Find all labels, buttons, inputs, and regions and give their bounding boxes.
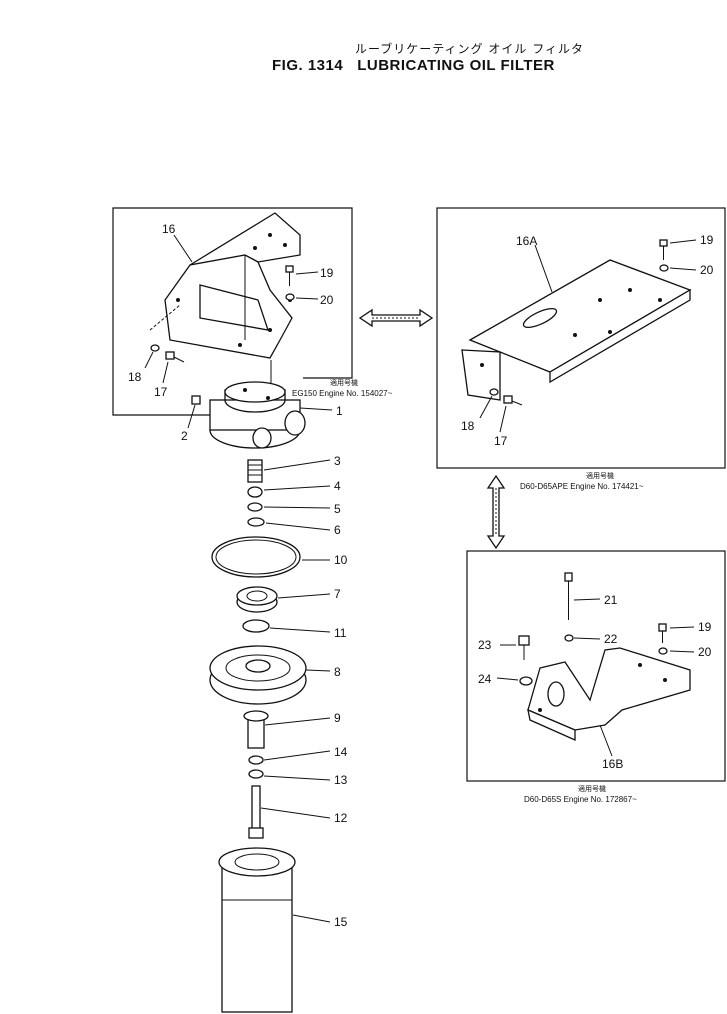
label-14: 14 <box>334 745 348 759</box>
seat-5 <box>247 502 263 512</box>
bolt-19-head <box>285 265 294 273</box>
label-10: 10 <box>334 553 348 567</box>
label-17: 17 <box>494 434 508 448</box>
washer-24 <box>519 676 533 686</box>
label-21: 21 <box>604 593 618 607</box>
ring-6 <box>247 517 265 527</box>
label-20: 20 <box>700 263 714 277</box>
top-right-variant-box: 16A 19 20 18 17 適用号機 D60-D65APE Engine N… <box>436 207 726 491</box>
label-20: 20 <box>698 645 712 659</box>
label-2: 2 <box>181 429 188 443</box>
seal-7 <box>236 586 278 613</box>
label-20: 20 <box>320 293 334 307</box>
bracket-16B <box>527 647 691 742</box>
label-18: 18 <box>461 419 475 433</box>
figure-name: LUBRICATING OIL FILTER <box>357 57 555 74</box>
label-15: 15 <box>334 915 348 929</box>
washer-18 <box>150 344 160 352</box>
filter-element-15 <box>218 847 296 1013</box>
label-19: 19 <box>698 620 712 634</box>
double-arrow-vertical <box>486 474 506 550</box>
title-japanese: ルーブリケーティング オイル フィルタ <box>355 42 584 56</box>
note-left-jp: 適用号機 <box>330 378 358 387</box>
label-3: 3 <box>334 454 341 468</box>
bolt-21-head <box>564 572 573 582</box>
bottom-right-variant-box: 21 22 23 24 19 20 16B 適用号機 D60-D65S Engi… <box>466 550 726 804</box>
label-22: 22 <box>604 632 618 646</box>
note-top-right-jp: 適用号機 <box>586 471 614 480</box>
bracket-16 <box>164 212 301 359</box>
left-box-frame <box>112 207 353 416</box>
washer-20 <box>659 264 669 272</box>
label-19: 19 <box>320 266 334 280</box>
spring-3 <box>247 459 263 483</box>
label-6: 6 <box>334 523 341 537</box>
label-1: 1 <box>336 404 343 418</box>
bracket-16A <box>461 259 692 401</box>
label-13: 13 <box>334 773 348 787</box>
label-11: 11 <box>334 626 347 640</box>
cover-plate-8 <box>209 645 307 705</box>
label-4: 4 <box>334 479 341 493</box>
note-left: EG150 Engine No. 154027~ <box>292 389 393 398</box>
label-18: 18 <box>128 370 142 384</box>
note-bottom-right-jp: 適用号機 <box>578 784 606 793</box>
washer-20 <box>658 647 668 655</box>
center-tube-9 <box>243 710 269 749</box>
bottom-right-box-frame <box>466 550 726 782</box>
plug-2 <box>191 395 201 405</box>
label-12: 12 <box>334 811 348 825</box>
label-23: 23 <box>478 638 492 652</box>
label-24: 24 <box>478 672 492 686</box>
note-top-right: D60-D65APE Engine No. 174421~ <box>520 482 644 491</box>
label-16B: 16B <box>602 757 623 771</box>
label-19: 19 <box>700 233 714 247</box>
washer-13 <box>248 769 264 779</box>
washer-20 <box>285 293 295 301</box>
label-17: 17 <box>154 385 168 399</box>
washer-22 <box>564 634 574 642</box>
label-16A: 16A <box>516 234 537 248</box>
note-bottom-right: D60-D65S Engine No. 172867~ <box>524 795 637 804</box>
label-5: 5 <box>334 502 341 516</box>
double-arrow-horizontal <box>358 308 434 328</box>
label-8: 8 <box>334 665 341 679</box>
figure-number: FIG. 1314 <box>272 57 344 74</box>
valve-4 <box>247 486 263 498</box>
gasket-10 <box>211 536 301 578</box>
filter-head-1 <box>209 381 306 449</box>
label-7: 7 <box>334 587 341 601</box>
bolt-17-head <box>165 351 175 360</box>
figure-title: FIG. 1314 LUBRICATING OIL FILTER <box>272 57 555 74</box>
top-right-box-frame <box>436 207 726 469</box>
label-9: 9 <box>334 711 341 725</box>
bolt-12 <box>248 785 264 839</box>
label-16: 16 <box>162 222 176 236</box>
bolt-19-head <box>659 239 668 247</box>
left-variant-box: 16 19 20 18 17 適用号機 EG150 Engine No. 154… <box>112 207 393 416</box>
o-ring-11 <box>242 619 270 633</box>
bolt-17-head <box>503 395 513 404</box>
bolt-23-head <box>518 635 530 646</box>
washer-14 <box>248 755 264 765</box>
bolt-19-head <box>658 623 667 632</box>
washer-18 <box>489 388 499 396</box>
